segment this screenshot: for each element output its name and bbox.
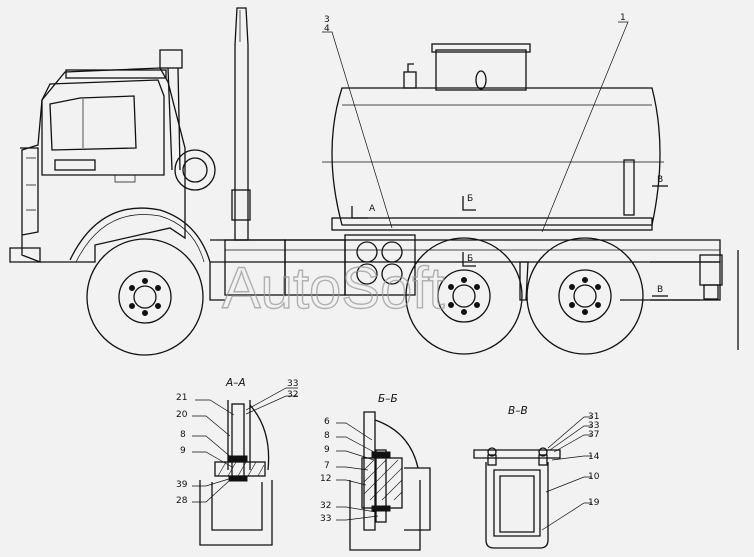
aa-label-4: 39 <box>176 480 188 490</box>
bb-label-2: 9 <box>324 445 330 455</box>
vv-label-5: 19 <box>588 498 600 508</box>
section-mark-v-top: В <box>657 175 663 185</box>
bb-label-0: 6 <box>324 417 330 427</box>
vv-label-1: 33 <box>588 421 599 431</box>
watermark: AutoSoft <box>222 256 444 321</box>
section-bb-labels: 6 8 9 7 12 32 33 <box>320 417 331 524</box>
chassis-frame <box>210 234 739 350</box>
exhaust-pipe <box>231 7 251 241</box>
vv-label-3: 14 <box>588 452 600 462</box>
bb-label-1: 8 <box>324 431 330 441</box>
truck-cab <box>9 49 216 263</box>
vv-label-0: 31 <box>588 412 599 422</box>
vv-label-4: 10 <box>588 472 600 482</box>
aa-label-3: 9 <box>180 446 186 456</box>
bb-label-3: 7 <box>324 461 330 471</box>
bb-label-4: 12 <box>320 474 331 484</box>
middle-wheel <box>405 237 523 355</box>
section-mark-b-bottom: Б <box>467 254 473 264</box>
callout-4: 4 <box>324 24 330 34</box>
section-mark-a: А <box>369 204 376 214</box>
section-aa: А–А <box>192 377 298 546</box>
section-mark-b-top: Б <box>467 194 473 204</box>
section-bb: Б–Б <box>336 393 431 551</box>
section-mark-v-bottom: В <box>657 285 663 295</box>
aa-right-label-1: 32 <box>287 390 298 400</box>
truck-callouts: 3 4 1 А Б Б В В <box>322 13 668 297</box>
bb-label-6: 33 <box>320 514 331 524</box>
spring-hanger <box>519 261 529 301</box>
aa-label-2: 8 <box>180 430 186 440</box>
aa-label-1: 20 <box>176 410 188 420</box>
callout-3: 3 <box>324 15 330 25</box>
section-vv: В–В <box>473 405 592 549</box>
section-aa-title: А–А <box>225 377 246 389</box>
callout-1: 1 <box>620 13 626 23</box>
bb-label-5: 32 <box>320 501 331 511</box>
section-vv-labels: 31 33 37 14 10 19 <box>588 412 600 508</box>
section-vv-title: В–В <box>508 405 528 417</box>
aa-label-5: 28 <box>176 496 188 506</box>
rear-wheel <box>526 237 644 355</box>
section-bb-title: Б–Б <box>378 393 398 405</box>
vv-label-2: 37 <box>588 430 599 440</box>
aa-right-label-0: 33 <box>287 379 298 389</box>
front-wheel <box>86 238 204 356</box>
aa-label-0: 21 <box>176 393 187 403</box>
front-fender <box>69 207 225 301</box>
tank-body <box>322 43 664 231</box>
section-aa-labels: 21 20 8 9 39 28 33 32 <box>176 379 298 506</box>
